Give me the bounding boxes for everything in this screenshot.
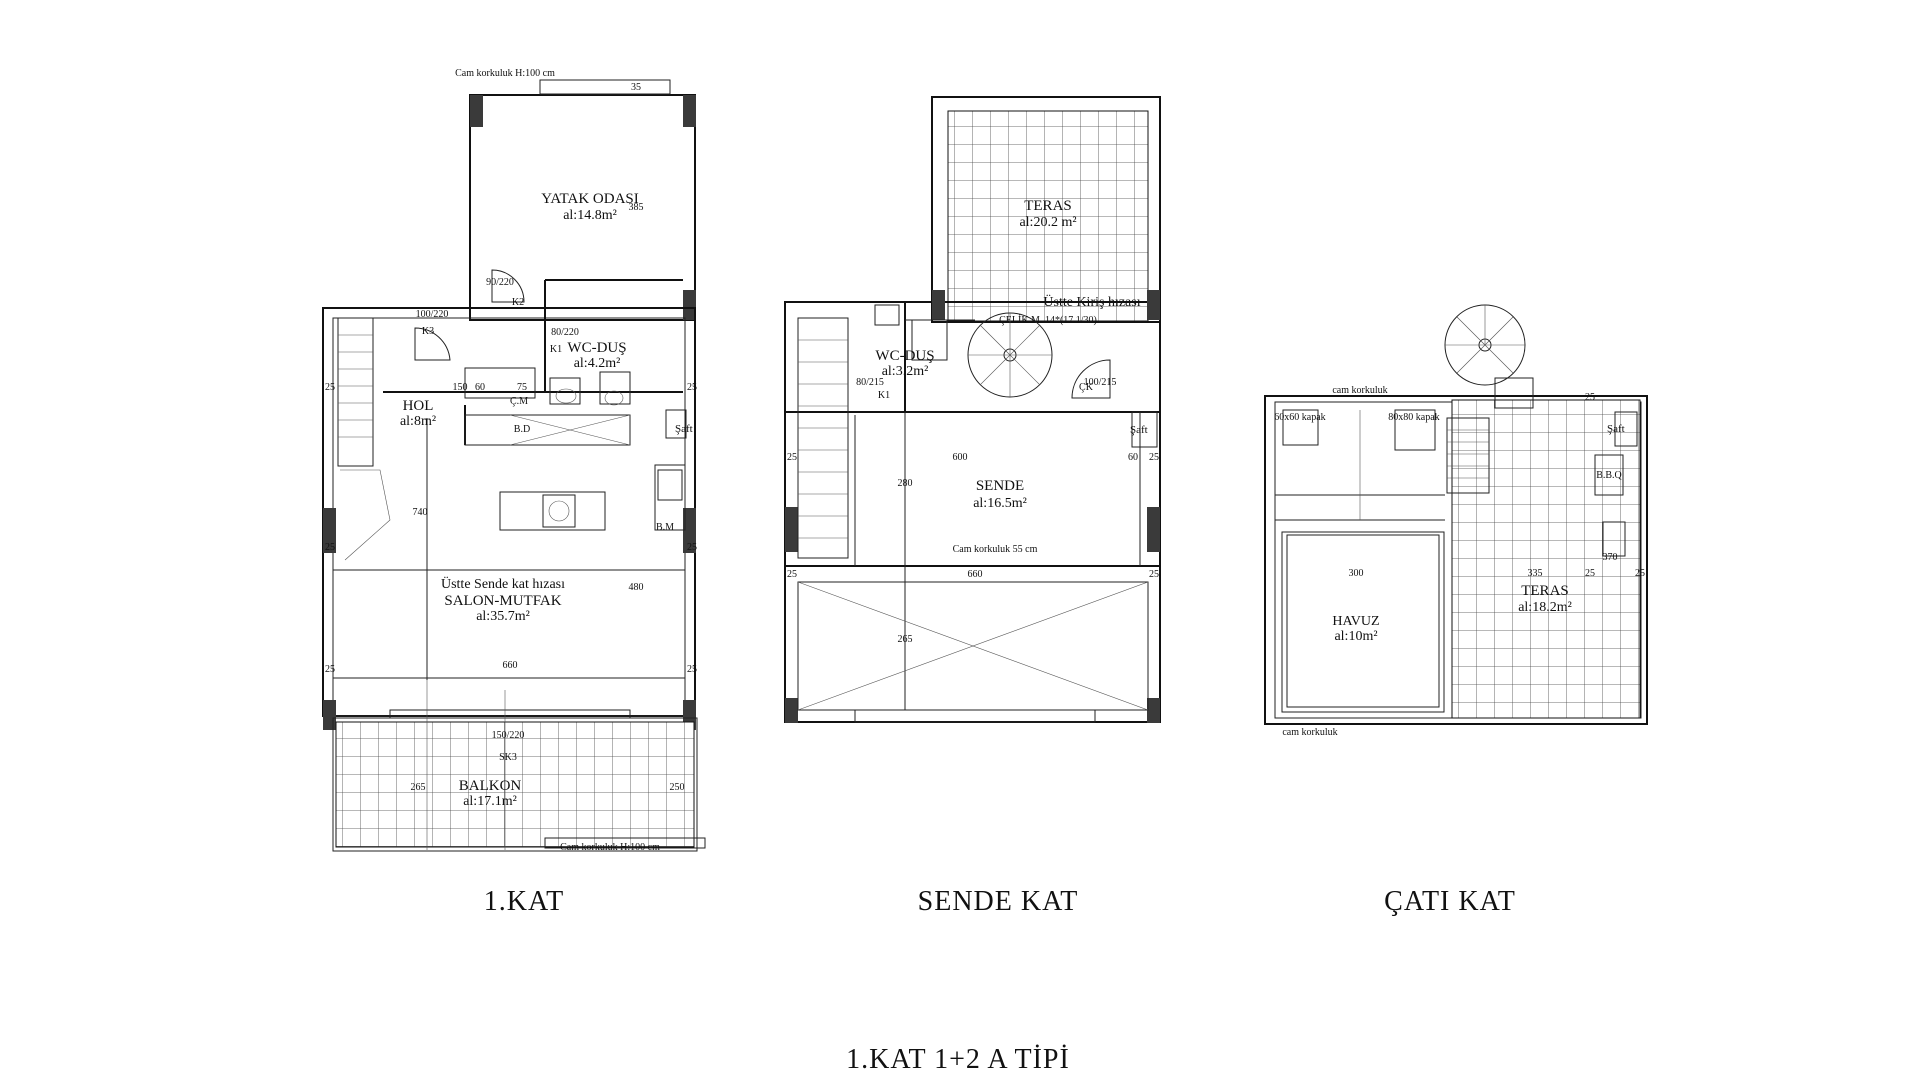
dim-370: 370 bbox=[1603, 552, 1618, 563]
dim-100-215: 100/215 bbox=[1084, 377, 1117, 388]
dim-25-h: 25 bbox=[1149, 452, 1159, 463]
dim-660-1: 660 bbox=[503, 660, 518, 671]
plan-cati-kat bbox=[1264, 304, 1648, 725]
room-area-teras-sende: al:20.2 m² bbox=[1019, 215, 1076, 230]
dim-25-a: 25 bbox=[325, 382, 335, 393]
room-area-teras-cati: al:18.2m² bbox=[1518, 600, 1572, 615]
dim-60-2: 60 bbox=[1128, 452, 1138, 463]
plan-sende-kat bbox=[784, 96, 1161, 723]
room-area-yatak-odasi: al:14.8m² bbox=[563, 208, 617, 223]
label-saft-2: Şaft bbox=[1130, 424, 1148, 436]
room-name-wc-dus-1: WC-DUŞ bbox=[567, 340, 626, 356]
room-name-sende: SENDE bbox=[976, 478, 1024, 494]
dim-335: 335 bbox=[1528, 568, 1543, 579]
dim-35: 35 bbox=[631, 82, 641, 93]
label-kapak-80: 80x80 kapak bbox=[1388, 412, 1439, 423]
dim-25-f: 25 bbox=[687, 542, 697, 553]
label-saft-3: Şaft bbox=[1607, 423, 1625, 435]
dim-300: 300 bbox=[1349, 568, 1364, 579]
room-area-wc-dus-2: al:3.2m² bbox=[882, 364, 929, 379]
note-ustte-sende: Üstte Sende kat hızası bbox=[441, 575, 565, 592]
room-name-teras-sende: TERAS bbox=[1024, 198, 1072, 214]
room-name-balkon: BALKON bbox=[459, 778, 522, 794]
dim-660-2: 660 bbox=[968, 569, 983, 580]
room-name-wc-dus-2: WC-DUŞ bbox=[875, 348, 934, 364]
label-cm: Ç.M bbox=[510, 396, 528, 407]
door-sk3: SK3 bbox=[499, 752, 517, 763]
dim-265-1: 265 bbox=[411, 782, 426, 793]
room-area-salon-mutfak: al:35.7m² bbox=[476, 609, 530, 624]
dim-25-k: 25 bbox=[1585, 392, 1595, 403]
room-area-wc-dus-1: al:4.2m² bbox=[574, 356, 621, 371]
note-ustte-kiris: Üstte Kiriş hızası bbox=[1043, 293, 1140, 310]
note-celik-merdiven: ÇELİK M. 14*(17.1/30) bbox=[999, 314, 1097, 326]
door-k1-1: K1 bbox=[550, 344, 562, 355]
dim-100-220: 100/220 bbox=[416, 309, 449, 320]
dim-150: 150 bbox=[453, 382, 468, 393]
room-area-havuz: al:10m² bbox=[1334, 629, 1377, 644]
dim-480: 480 bbox=[629, 582, 644, 593]
caption-1-kat: 1.KAT bbox=[484, 886, 564, 917]
label-bm: B.M bbox=[656, 522, 674, 533]
room-area-hol: al:8m² bbox=[400, 414, 436, 429]
room-name-yatak-odasi: YATAK ODASI bbox=[541, 191, 639, 207]
dim-25-b: 25 bbox=[687, 382, 697, 393]
room-name-havuz: HAVUZ bbox=[1332, 614, 1379, 629]
dim-25-d: 25 bbox=[687, 664, 697, 675]
dim-80-220: 80/220 bbox=[551, 327, 579, 338]
stair-cati bbox=[1446, 417, 1490, 494]
note-cam-korkuluk-cati-top: cam korkuluk bbox=[1332, 385, 1387, 396]
dim-600: 600 bbox=[953, 452, 968, 463]
note-cam-korkuluk-top: Cam korkuluk H:100 cm bbox=[455, 68, 555, 79]
door-k2-1: K2 bbox=[512, 297, 524, 308]
sheet-title: 1.KAT 1+2 A TİPİ bbox=[846, 1044, 1070, 1075]
dim-90-220: 90/220 bbox=[486, 277, 514, 288]
dim-265-2: 265 bbox=[898, 634, 913, 645]
plan-1-kat bbox=[322, 79, 706, 852]
door-k3-1: K3 bbox=[422, 326, 434, 337]
dim-740: 740 bbox=[413, 507, 428, 518]
note-cam-korkuluk-bottom: Cam korkuluk H:100 cm bbox=[560, 842, 660, 853]
door-ck: ÇK bbox=[1079, 382, 1094, 393]
caption-sende-kat: SENDE KAT bbox=[918, 886, 1079, 917]
note-cam-korkuluk-cati-bottom: cam korkuluk bbox=[1282, 727, 1337, 738]
dim-25-c: 25 bbox=[325, 664, 335, 675]
dim-280: 280 bbox=[898, 478, 913, 489]
dim-25-e: 25 bbox=[325, 542, 335, 553]
dim-80-215: 80/215 bbox=[856, 377, 884, 388]
stair-1-kat bbox=[337, 317, 391, 561]
dim-250: 250 bbox=[670, 782, 685, 793]
label-bd: B.D bbox=[514, 424, 530, 435]
door-k1-2: K1 bbox=[878, 390, 890, 401]
stair-sende-kat bbox=[797, 317, 849, 559]
dim-25-g: 25 bbox=[787, 452, 797, 463]
dim-75: 75 bbox=[517, 382, 527, 393]
spiral-stair-sende bbox=[967, 312, 1053, 398]
room-name-teras-cati: TERAS bbox=[1521, 583, 1569, 599]
room-area-sende: al:16.5m² bbox=[973, 496, 1027, 511]
dim-25-m: 25 bbox=[1635, 568, 1645, 579]
spiral-stair-cati bbox=[1444, 304, 1534, 409]
room-name-salon-mutfak: SALON-MUTFAK bbox=[444, 593, 561, 609]
dim-60-1: 60 bbox=[475, 382, 485, 393]
room-area-balkon: al:17.1m² bbox=[463, 794, 517, 809]
dim-385: 385 bbox=[629, 202, 644, 213]
caption-cati-kat: ÇATI KAT bbox=[1384, 886, 1516, 917]
label-saft-1: Şaft bbox=[675, 423, 693, 435]
label-kapak-60: 60x60 kapak bbox=[1274, 412, 1325, 423]
dim-25-i: 25 bbox=[787, 569, 797, 580]
label-bbq: B.B.Q bbox=[1596, 470, 1622, 481]
dim-25-l: 25 bbox=[1585, 568, 1595, 579]
room-name-hol: HOL bbox=[403, 398, 434, 414]
dim-150-220: 150/220 bbox=[492, 730, 525, 741]
note-cam-korkuluk-55: Cam korkuluk 55 cm bbox=[953, 544, 1038, 555]
dim-25-j: 25 bbox=[1149, 569, 1159, 580]
